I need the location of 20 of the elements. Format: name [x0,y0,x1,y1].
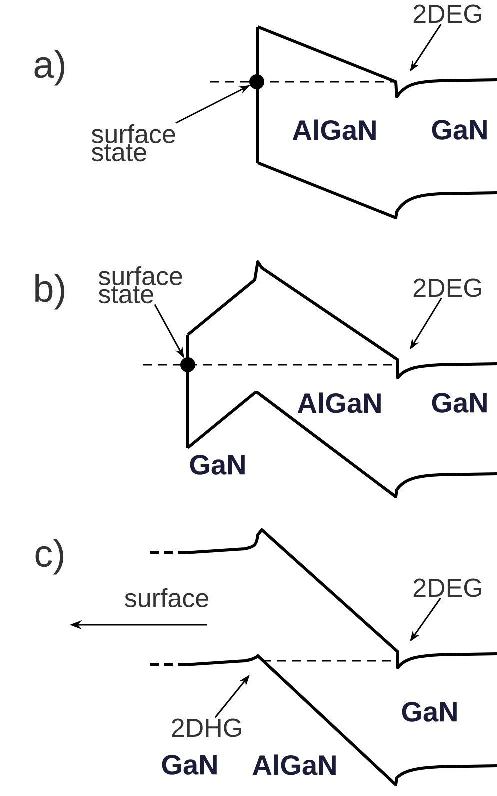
material-label: GaN [162,755,217,775]
material-label: AlGaN [252,754,336,776]
annotation-text: 2DEG [414,4,482,24]
annotation-text: 2DEG [414,578,482,598]
annotation-text: surface [125,588,208,608]
material-label: AlGaN [298,392,381,414]
material-label: GaN [432,393,487,413]
panel-label: a) [34,50,65,86]
material-label: GaN [402,702,457,722]
material-label: GaN [190,455,245,475]
surface-state-dot [250,74,264,90]
material-label: AlGaN [292,120,376,140]
material-label: GaN [432,120,487,140]
annotation-text: surface state [92,124,176,162]
annotation-text: 2DEG [414,278,482,298]
annotation-text: surface state [98,266,182,304]
surface-state-dot [180,358,196,372]
annotation-text: 2DHG [172,718,242,738]
panel-label: b) [36,274,65,310]
panel-label: c) [36,539,64,575]
